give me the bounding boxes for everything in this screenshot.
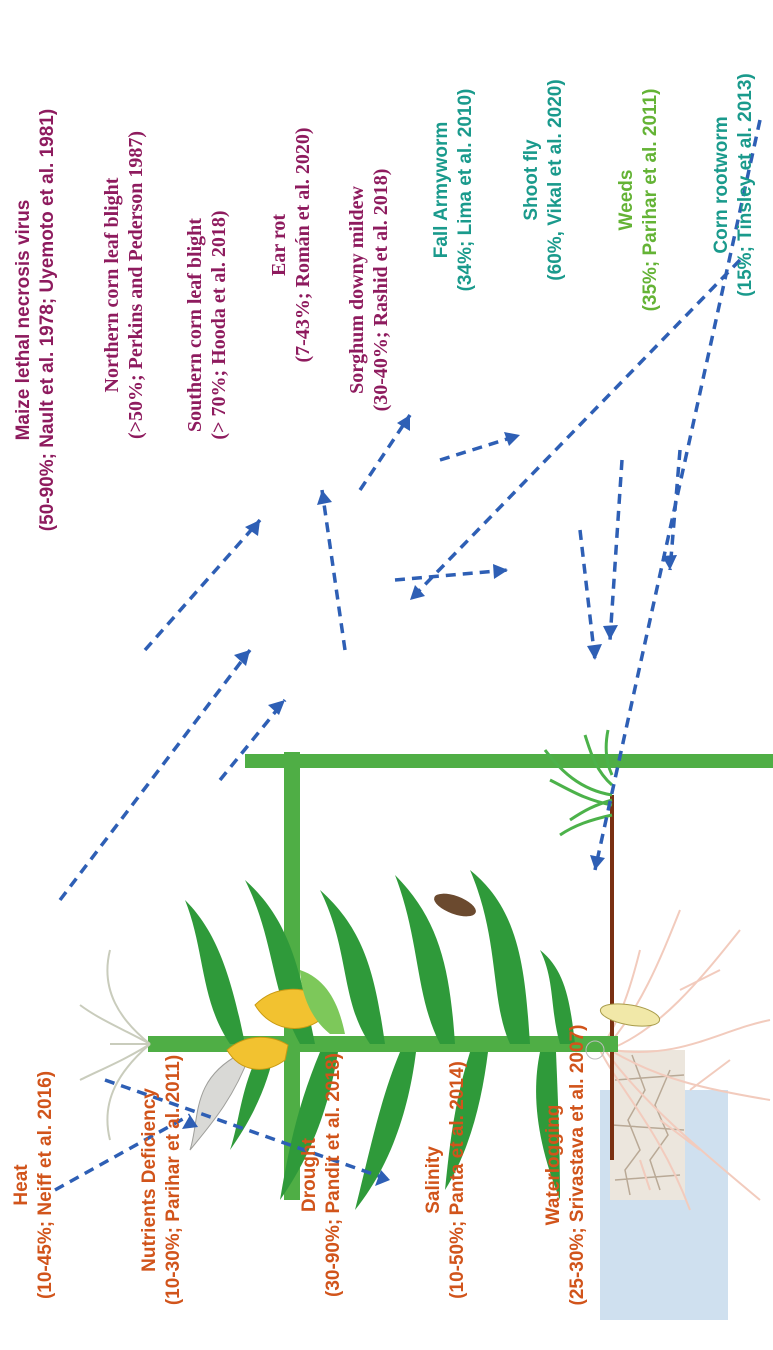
label-waterlogging: Waterlogging (25-30%; Srivastava et al. … (542, 980, 590, 1350)
rootworm-larva-icon (599, 1000, 662, 1030)
label-mlnv-detail: (50-90%; Nault et al. 1978; Uyemoto et a… (36, 10, 60, 630)
label-weeds-name: Weeds (615, 60, 639, 340)
label-ear-rot: Ear rot (7-43%; Román et al. 2020) (267, 100, 315, 390)
label-salinity-name: Salinity (422, 1010, 446, 1350)
label-mlnv-name: Maize lethal necrosis virus (12, 10, 36, 630)
label-waterlogging-name: Waterlogging (542, 980, 566, 1350)
label-sorghum-downy-mildew: Sorghum downy mildew (30-40%; Rashid et … (345, 110, 393, 470)
label-drought-detail: (30-90%; Pandit et al. 2018) (322, 1000, 346, 1350)
weeds-icon (545, 730, 612, 835)
maize-stalk (245, 754, 773, 768)
label-faw-detail: (34%; Lima et al. 2010) (454, 60, 478, 320)
label-salinity: Salinity (10-50%; Panta et al. 2014) (422, 1010, 470, 1350)
label-drought: Drought (30-90%; Pandit et al. 2018) (298, 1000, 346, 1350)
label-nclb-name: Northern corn leaf blight (100, 90, 124, 480)
label-sdm-name: Sorghum downy mildew (345, 110, 369, 470)
label-nclb-detail: (>50%; Perkins and Pederson 1987) (124, 90, 148, 480)
label-shootfly-name: Shoot fly (520, 40, 544, 320)
label-corn-rootworm: Corn rootworm (15%; Tinsley et al. 2013) (710, 40, 758, 330)
label-nutrients-detail: (10-30%; Parihar et al. 2011) (162, 1010, 186, 1350)
label-heat-detail: (10-45%; Neiff et al. 2016) (34, 1020, 58, 1350)
label-nutrients-deficiency: Nutrients Deficiency (10-30%; Parihar et… (138, 1010, 186, 1350)
label-drought-name: Drought (298, 1000, 322, 1350)
label-shoot-fly: Shoot fly (60%, Vikal et al. 2020) (520, 40, 568, 320)
label-earrot-name: Ear rot (267, 100, 291, 390)
label-heat-name: Heat (10, 1020, 34, 1350)
dried-leaf (190, 1054, 250, 1150)
label-sdm-detail: (30-40%; Rashid et al. 2018) (369, 110, 393, 470)
label-sclb-name: Southern corn leaf blight (183, 160, 207, 490)
label-sclb-detail: (> 70%; Hooda et al. 2018) (207, 160, 231, 490)
label-southern-corn-leaf-blight: Southern corn leaf blight (> 70%; Hooda … (183, 160, 231, 490)
label-weeds-detail: (35%; Parihar et al. 2011) (639, 60, 663, 340)
label-weeds: Weeds (35%; Parihar et al. 2011) (615, 60, 663, 340)
label-heat: Heat (10-45%; Neiff et al. 2016) (10, 1020, 58, 1350)
label-rootworm-detail: (15%; Tinsley et al. 2013) (734, 40, 758, 330)
label-maize-lethal-necrosis-virus: Maize lethal necrosis virus (50-90%; Nau… (12, 10, 60, 630)
label-faw-name: Fall Armyworm (430, 60, 454, 320)
label-northern-corn-leaf-blight: Northern corn leaf blight (>50%; Perkins… (100, 90, 148, 480)
label-earrot-detail: (7-43%; Román et al. 2020) (291, 100, 315, 390)
label-shootfly-detail: (60%, Vikal et al. 2020) (544, 40, 568, 320)
label-waterlogging-detail: (25-30%; Srivastava et al. 2007) (566, 980, 590, 1350)
label-rootworm-name: Corn rootworm (710, 40, 734, 330)
label-nutrients-name: Nutrients Deficiency (138, 1010, 162, 1350)
armyworm-icon (431, 889, 479, 921)
label-salinity-detail: (10-50%; Panta et al. 2014) (446, 1010, 470, 1350)
label-fall-armyworm: Fall Armyworm (34%; Lima et al. 2010) (430, 60, 478, 320)
